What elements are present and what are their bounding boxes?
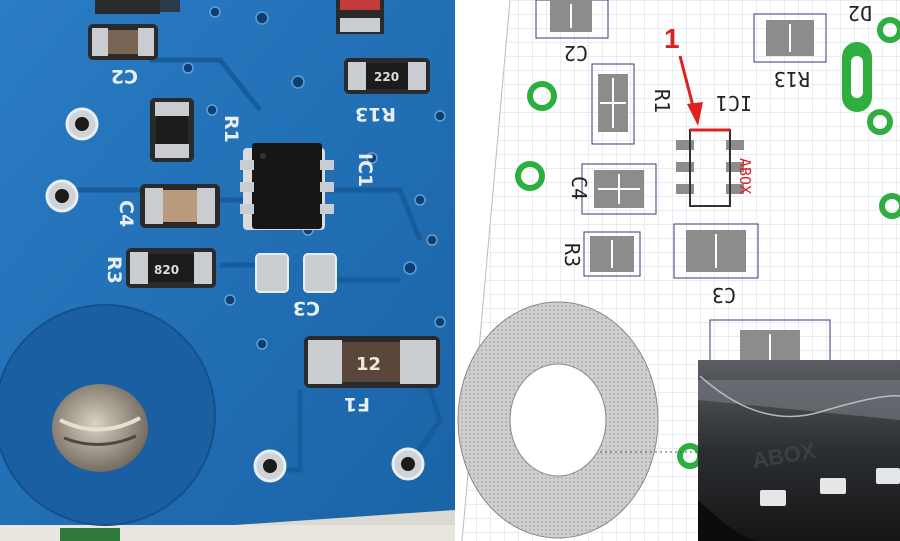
ic1-chip	[240, 143, 334, 230]
cad-label-c4: C4	[567, 176, 591, 200]
cad-label-c2: C2	[564, 41, 588, 65]
silk-label-r3: R3	[103, 256, 125, 284]
cad-chip-marking: ABOX	[736, 158, 754, 194]
cap-c3-pads	[255, 253, 337, 293]
chip-closeup-inset: ABOX	[698, 360, 900, 541]
silk-label-f1: F1	[344, 393, 370, 415]
through-holes	[45, 107, 425, 483]
cad-mounting-ring	[457, 301, 659, 539]
resistor-r13	[344, 58, 430, 94]
cad-holes	[515, 17, 900, 469]
inset-scratch	[699, 375, 900, 418]
fuse-f1	[304, 336, 440, 388]
f1-code: 12	[356, 354, 381, 375]
footprint-d2	[753, 13, 827, 63]
footprint-ic1	[676, 128, 744, 207]
resistor-r3	[126, 248, 216, 288]
r13-code: 220	[374, 70, 399, 84]
footprint-r1	[591, 63, 635, 145]
silk-label-r13: R13	[355, 103, 396, 125]
footprint-c2	[535, 0, 609, 39]
cad-label-r3: R3	[560, 243, 584, 267]
cap-top-edge	[110, 0, 180, 12]
footprint-c3	[673, 223, 759, 279]
inset-highlight	[698, 380, 900, 420]
component-top-right	[336, 0, 384, 34]
cad-label-r1: R1	[650, 89, 674, 113]
footprint-r3	[583, 231, 641, 277]
inset-chip-pins	[760, 468, 900, 506]
green-tab	[60, 528, 120, 541]
silk-label-ic1: IC1	[354, 153, 376, 187]
cad-label-ic1: IC1	[716, 91, 752, 115]
mounting-hole	[0, 304, 216, 526]
via-right	[434, 316, 446, 328]
cad-oval-pad	[842, 42, 872, 112]
cad-label-c3: C3	[712, 283, 736, 307]
pcb-photo: C2 R1 IC1	[0, 0, 455, 541]
silk-label-c3: C3	[293, 297, 320, 319]
cad-label-r13: R13	[774, 67, 810, 91]
silk-label-c4: C4	[115, 200, 137, 227]
pin1-marker: 1	[664, 23, 680, 54]
cad-label-d2: D2	[848, 1, 872, 25]
silk-label-c2: C2	[111, 65, 138, 87]
cap-c4	[140, 184, 220, 228]
pin1-arrow	[678, 55, 703, 126]
silk-label-r1: R1	[220, 115, 242, 143]
inset-shadow	[698, 500, 760, 541]
cap-c2	[88, 24, 158, 60]
footprint-c4	[581, 163, 657, 215]
resistor-r1	[150, 98, 194, 162]
r3-code: 820	[154, 263, 179, 277]
